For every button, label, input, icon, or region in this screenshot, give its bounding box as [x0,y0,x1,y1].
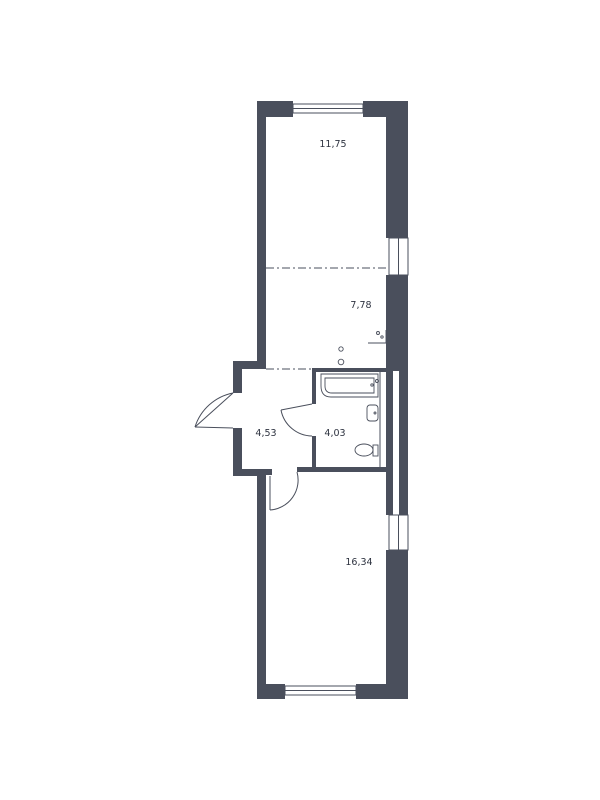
room-area-kitchen: 7,78 [350,300,371,311]
toilet [354,443,379,457]
kitchen-counter [368,330,387,344]
interior-walls [266,368,393,475]
room-area-hall: 4,53 [255,428,276,439]
windows [284,103,409,696]
room-area-bedroom: 11,75 [319,139,346,150]
kitchen-hob [337,346,345,366]
bathroom-door [280,403,313,437]
living-room-door [269,471,299,511]
room-area-bathroom: 4,03 [324,428,345,439]
room-area-living: 16,34 [345,557,372,568]
entrance-door [194,392,234,429]
bathroom-sink [366,404,379,422]
bathtub [320,373,379,398]
exterior-walls [233,101,408,699]
